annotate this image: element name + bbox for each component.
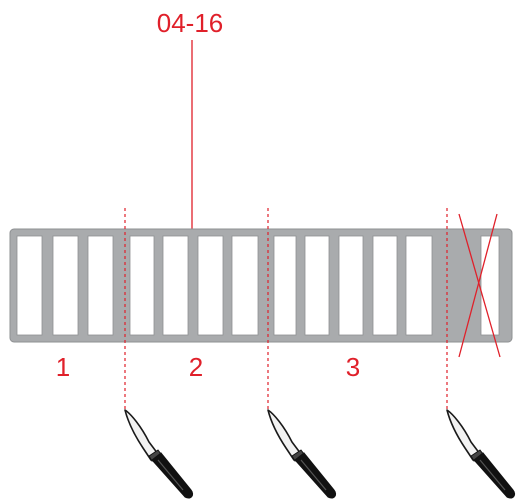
- section-label-3: 3: [346, 352, 360, 382]
- grate-slot: [87, 235, 114, 336]
- grate-slot: [273, 235, 297, 336]
- knife-icon-1: [124, 409, 194, 499]
- grate-slot: [338, 235, 364, 336]
- part-number-label: 04-16: [157, 8, 224, 38]
- grate-slot: [52, 235, 79, 336]
- grate-slot: [231, 235, 259, 336]
- grate-slot: [405, 235, 433, 336]
- grate-slot: [372, 235, 398, 336]
- cross-out-mark: [458, 213, 501, 358]
- knife-icon-2: [267, 409, 337, 499]
- grate-slot: [197, 235, 224, 336]
- grate-frame: [9, 228, 513, 343]
- grate-slot: [162, 235, 189, 336]
- grate-slot: [129, 235, 155, 336]
- grate-slot: [480, 235, 500, 336]
- section-label-2: 2: [189, 352, 203, 382]
- knife-icon-3: [446, 409, 516, 499]
- section-label-1: 1: [56, 352, 70, 382]
- cut-lines: [124, 208, 448, 410]
- grate-slot: [16, 235, 43, 336]
- grate-slot: [304, 235, 330, 336]
